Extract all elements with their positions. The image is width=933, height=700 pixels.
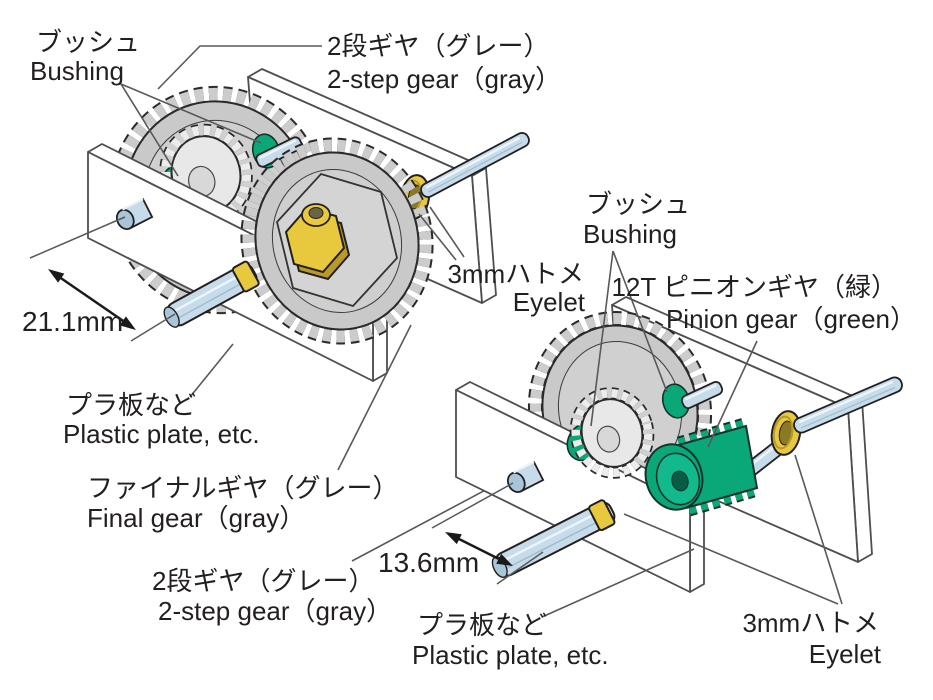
- label-pinion-jp: 12T ピニオンギヤ（緑）: [611, 272, 897, 302]
- two-step-gear-2-pinion: [569, 387, 655, 479]
- leader-bushing-2b: [612, 250, 668, 393]
- dimension-1: [29, 216, 176, 342]
- axle-shaft-tip-1: [420, 132, 530, 198]
- hex-nut: [284, 203, 351, 281]
- label-final-gear-en: Final gear（gray）: [87, 503, 305, 533]
- label-dimension-1: 21.1mm: [22, 306, 123, 337]
- label-bushing-1-en: Bushing: [30, 56, 124, 86]
- pinion-gear-green: [644, 416, 760, 517]
- label-two-step-top-en: 2-step gear（gray）: [327, 64, 561, 94]
- label-pinion-en: Pinion gear（green）: [666, 304, 916, 334]
- leader-two-step-top: [157, 45, 322, 90]
- hex-shaft-2: [491, 499, 616, 579]
- leader-eyelet-1b: [429, 206, 465, 258]
- label-bushing-2-en: Bushing: [583, 219, 677, 249]
- label-dimension-2: 13.6mm: [378, 547, 479, 578]
- label-eyelet-2-en: Eyelet: [809, 639, 882, 669]
- label-bushing-2-jp: ブッシュ: [586, 189, 690, 219]
- label-eyelet-1-jp: 3mmハトメ: [447, 259, 584, 289]
- assembly-2: ブッシュ Bushing 12T ピニオンギヤ（緑） Pinion gear（g…: [378, 189, 916, 670]
- label-plate-2-jp: プラ板など: [417, 610, 547, 640]
- label-two-step-bottom-jp: 2段ギヤ（グレー）: [152, 566, 374, 596]
- leader-final-gear: [337, 324, 412, 471]
- eyelet-on-shaft-2: [588, 499, 616, 532]
- label-eyelet-1-en: Eyelet: [513, 287, 586, 317]
- eyelet-ring-2: [770, 410, 802, 456]
- label-plate-1-en: Plastic plate, etc.: [63, 419, 260, 449]
- axle-stub-2: [680, 380, 724, 410]
- leader-plate-1: [189, 343, 234, 398]
- axle-shaft-tip-2: [793, 376, 903, 434]
- label-plate-2-en: Plastic plate, etc.: [412, 640, 609, 670]
- dimension-2: [431, 482, 544, 585]
- bushing-cap-1: [115, 197, 154, 230]
- leader-eyelet-1a: [418, 213, 457, 261]
- leader-eyelet-2b: [794, 454, 843, 605]
- hex-shaft-1: [163, 260, 260, 328]
- leader-eyelet-2a: [623, 513, 839, 605]
- axle-stub-1: [255, 136, 303, 168]
- leader-bushing-2a: [590, 250, 614, 427]
- bushing-cap-2: [506, 460, 545, 493]
- label-final-gear-jp: ファイナルギヤ（グレー）: [87, 473, 398, 503]
- leader-plate-2: [541, 548, 695, 618]
- label-bushing-1-jp: ブッシュ: [36, 27, 140, 57]
- eyelet-on-shaft-1: [231, 260, 260, 293]
- leader-bushing-1b: [120, 83, 262, 144]
- label-two-step-top-jp: 2段ギヤ（グレー）: [327, 31, 549, 61]
- label-eyelet-2-jp: 3mmハトメ: [742, 608, 879, 638]
- leader-bushing-1a: [120, 83, 179, 177]
- label-two-step-bottom-en: 2-step gear（gray）: [158, 596, 392, 626]
- label-plate-1-jp: プラ板など: [66, 390, 196, 420]
- assembly-1: ブッシュ Bushing 2段ギヤ（グレー） 2-step gear（gray）…: [22, 27, 586, 626]
- leader-pinion-gear: [707, 340, 758, 448]
